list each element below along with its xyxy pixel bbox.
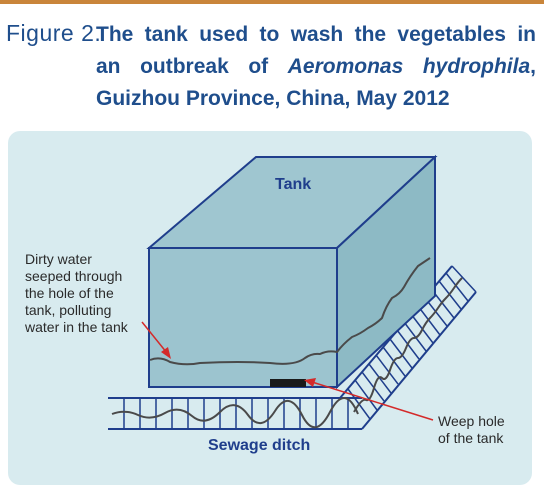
weep-hole-arrowhead <box>304 378 316 387</box>
weep-hole-annotation-line-2: of the tank <box>438 430 504 446</box>
weep-hole-annotation: Weep hole of the tank <box>438 413 505 447</box>
side-ditch-edge-2 <box>361 291 477 430</box>
tank-label: Tank <box>275 176 312 193</box>
dirty-water-arrow <box>141 321 168 354</box>
top-rule <box>0 0 544 4</box>
figure-title-line-2-pre: an outbreak of <box>96 55 288 78</box>
weep-hole <box>270 379 306 387</box>
ditch-sewage-flow <box>111 397 359 429</box>
tank-front-face <box>148 247 338 388</box>
figure-title-line-2: an outbreak of Aeromonas hydrophila, <box>96 51 536 83</box>
annotation-arrows <box>141 321 434 421</box>
side-ditch-sewage-flow <box>353 277 463 413</box>
figure-title-organism: Aeromonas hydrophila <box>287 55 531 78</box>
figure-caption: Figure 2. The tank used to wash the vege… <box>0 6 544 116</box>
weep-hole-arrow <box>311 381 434 421</box>
side-ditch-end <box>451 265 477 293</box>
figure-title-line-2-post: , <box>530 55 536 78</box>
dirty-water-annotation-line-4: tank, polluting <box>25 302 112 318</box>
dirty-water-annotation-line-1: Dirty water <box>25 251 92 267</box>
tank <box>146 154 438 390</box>
weep-hole-annotation-line-1: Weep hole <box>438 413 505 429</box>
figure-label: Figure 2. <box>6 20 102 46</box>
dirty-water-annotation: Dirty water seeped through the hole of t… <box>25 251 128 336</box>
dirty-water-line <box>149 257 431 366</box>
figure-title-line-3: Guizhou Province, China, May 2012 <box>96 87 450 110</box>
dirty-water-annotation-line-3: the hole of the <box>25 285 114 301</box>
dirty-water-annotation-line-2: seeped through <box>25 268 123 284</box>
sewage-ditch-label: Sewage ditch <box>208 437 311 454</box>
ditch-rungs <box>123 398 349 429</box>
dirty-water-arrowhead <box>161 347 171 359</box>
sewage-ditch <box>108 397 362 430</box>
figure-title-line-1: The tank used to wash the vegetables in <box>96 23 536 46</box>
figure-title: The tank used to wash the vegetables in … <box>96 19 536 115</box>
dirty-water-annotation-line-5: water in the tank <box>25 319 128 335</box>
